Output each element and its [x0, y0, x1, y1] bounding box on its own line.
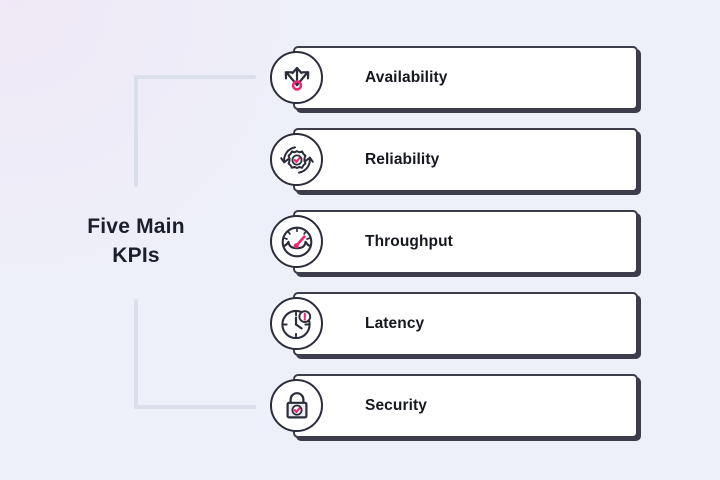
kpi-card[interactable]: Availability — [293, 46, 638, 110]
kpi-row-security[interactable]: Security — [270, 368, 645, 438]
kpi-label: Availability — [365, 69, 448, 86]
kpi-row-availability[interactable]: Availability — [270, 40, 645, 110]
kpi-label: Reliability — [365, 151, 440, 168]
gear-refresh-check-icon — [270, 133, 323, 186]
speedometer-gauge-icon — [270, 215, 323, 268]
kpi-card[interactable]: Reliability — [293, 128, 638, 192]
kpi-label: Security — [365, 397, 427, 414]
page-title-line-1: Five Main — [87, 215, 185, 238]
connector-bottom-vertical — [134, 299, 138, 409]
connector-top-horizontal — [134, 75, 256, 79]
kpi-card[interactable]: Security — [293, 374, 638, 438]
connector-bottom-horizontal — [134, 405, 256, 409]
clock-alert-icon — [270, 297, 323, 350]
kpi-card[interactable]: Throughput — [293, 210, 638, 274]
kpi-card[interactable]: Latency — [293, 292, 638, 356]
expand-arrows-icon — [270, 51, 323, 104]
kpi-label: Latency — [365, 315, 425, 332]
kpi-label: Throughput — [365, 233, 453, 250]
kpi-row-reliability[interactable]: Reliability — [270, 122, 645, 192]
kpi-row-throughput[interactable]: Throughput — [270, 204, 645, 274]
connector-top-vertical — [134, 75, 138, 187]
padlock-check-icon — [270, 379, 323, 432]
kpi-row-latency[interactable]: Latency — [270, 286, 645, 356]
page-title-line-2: KPIs — [112, 244, 160, 267]
page-title: Five Main KPIs — [36, 212, 236, 270]
